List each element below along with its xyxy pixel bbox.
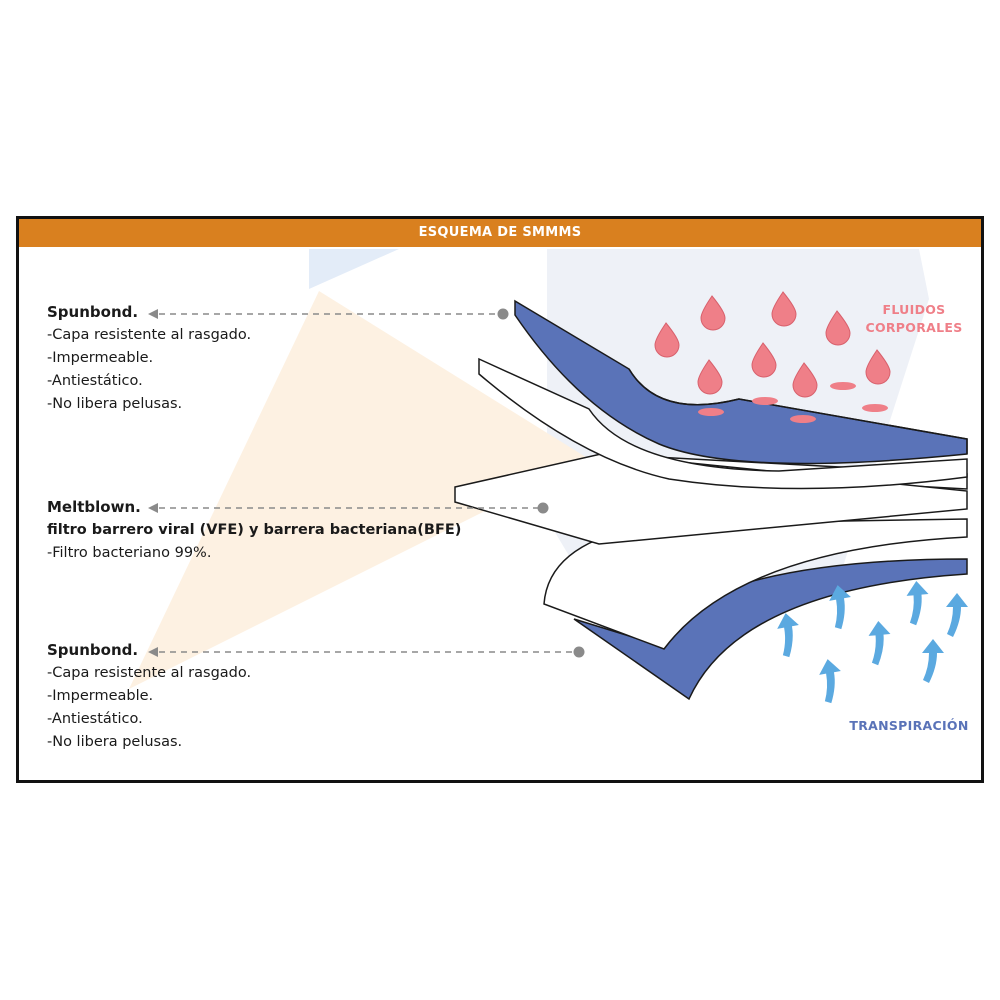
fluid-splash xyxy=(790,415,816,423)
fluid-splash xyxy=(830,382,856,390)
diagram-header: ESQUEMA DE SMMMS xyxy=(19,219,981,247)
blood-drop-icon xyxy=(825,310,851,346)
blood-drop-icon xyxy=(771,291,797,327)
blood-drop-icon xyxy=(697,359,723,395)
layer-title: Meltblown. xyxy=(47,498,141,516)
blood-drop-icon xyxy=(751,342,777,378)
upward-curved-arrow-icon xyxy=(922,639,944,683)
layer-feature: -Antiestático. xyxy=(47,711,143,727)
transpiration-label: TRANSPIRACIÓN xyxy=(849,718,969,733)
arrowhead-icon xyxy=(148,503,158,513)
meltblown-description: Meltblown. filtro barrero viral (VFE) y … xyxy=(47,496,461,565)
layer-feature: -Antiestático. xyxy=(47,373,143,389)
leader-dot xyxy=(497,308,509,320)
layer-feature: -Capa resistente al rasgado. xyxy=(47,327,252,343)
layer-feature: -Capa resistente al rasgado. xyxy=(47,665,252,681)
blood-drop-icon xyxy=(792,362,818,398)
upward-curved-arrow-icon xyxy=(777,613,799,658)
layer-feature: -No libera pelusas. xyxy=(47,396,183,412)
blood-drop-icon xyxy=(865,349,891,385)
layer-title: Spunbond. xyxy=(47,641,139,659)
fluid-splash xyxy=(862,404,888,412)
upper-meltblown-layer xyxy=(478,357,968,490)
upward-curved-arrow-icon xyxy=(906,581,929,626)
bottom-spunbond-description: Spunbond. -Capa resistente al rasgado. -… xyxy=(47,639,251,754)
upward-curved-arrow-icon xyxy=(819,659,841,704)
top-spunbond-description: Spunbond. -Capa resistente al rasgado. -… xyxy=(47,301,251,416)
fluids-label-line2: CORPORALES xyxy=(865,320,963,335)
upward-curved-arrow-icon xyxy=(946,593,968,637)
bg-peach-fan xyxy=(129,291,589,689)
upward-curved-arrow-icon xyxy=(868,621,891,666)
leader-dot xyxy=(537,502,549,514)
fluid-splash xyxy=(752,397,778,405)
leader-dot xyxy=(573,646,585,658)
arrowhead-icon xyxy=(148,647,158,657)
fluids-label-line1: FLUIDOS xyxy=(882,302,946,317)
fluid-splash xyxy=(698,408,724,416)
bg-blue-triangle xyxy=(309,249,399,289)
fluids-label: FLUIDOS CORPORALES xyxy=(859,301,969,337)
smmms-diagram-frame: ESQUEMA DE SMMMS Spunbond. -Capa resiste… xyxy=(16,216,984,783)
layer-title: Spunbond. xyxy=(47,303,139,321)
arrowhead-icon xyxy=(148,309,158,319)
layer-subtitle: filtro barrero viral (VFE) y barrera bac… xyxy=(47,522,462,538)
layer-feature: -No libera pelusas. xyxy=(47,734,183,750)
layer-feature: -Filtro bacteriano 99%. xyxy=(47,545,212,561)
layer-feature: -Impermeable. xyxy=(47,350,154,366)
lower-meltblown-layer xyxy=(543,518,968,650)
blood-drop-icon xyxy=(654,322,680,358)
blood-drop-icon xyxy=(700,295,726,331)
upward-curved-arrow-icon xyxy=(829,585,851,630)
diagram-artwork xyxy=(129,249,968,704)
layer-feature: -Impermeable. xyxy=(47,688,154,704)
